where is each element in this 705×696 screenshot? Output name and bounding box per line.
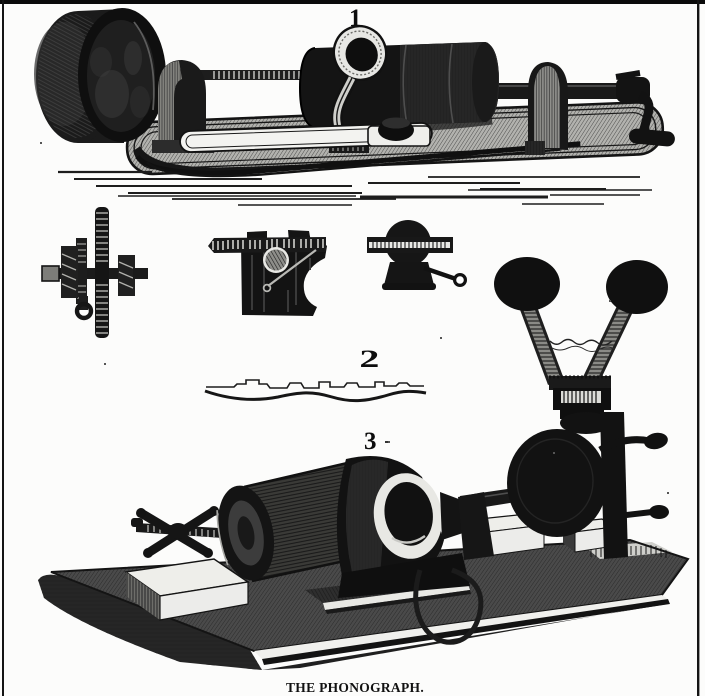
svg-text:3: 3 [364, 428, 377, 455]
svg-text:1: 1 [349, 5, 362, 32]
svg-text:THE PHONOGRAPH.: THE PHONOGRAPH. [286, 680, 424, 695]
svg-text:2: 2 [359, 345, 379, 373]
